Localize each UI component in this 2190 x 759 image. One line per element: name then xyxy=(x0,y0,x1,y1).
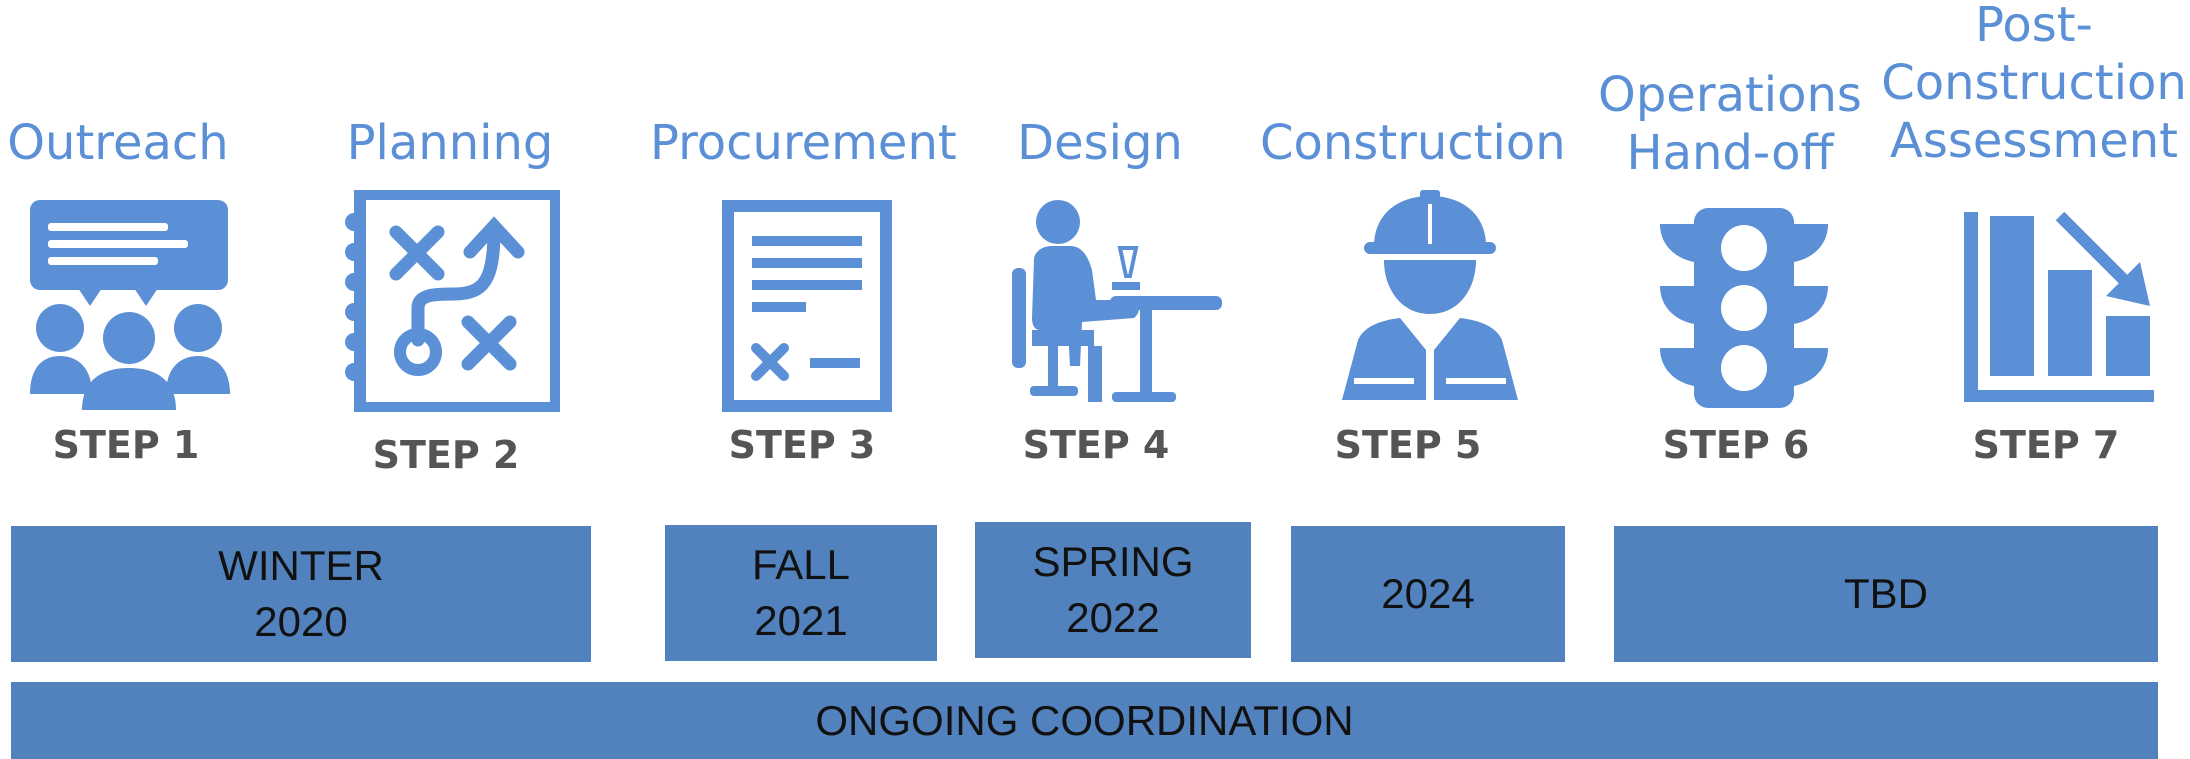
document-sign-icon xyxy=(722,200,892,412)
phase-title-line: Planning xyxy=(346,115,554,171)
timeline-line: FALL xyxy=(751,541,851,588)
timeline-line: WINTER xyxy=(218,542,384,589)
bar-chart-decline-icon xyxy=(1964,212,2154,402)
phase-title-line: Operations xyxy=(1598,67,1862,123)
timeline-line: 2021 xyxy=(754,597,848,644)
timeline-box-winter-2020: WINTER 2020 xyxy=(11,526,591,662)
timeline-line: 2022 xyxy=(1066,594,1160,641)
timeline-line: 2020 xyxy=(254,598,348,645)
phase-title-outreach: Outreach xyxy=(0,114,236,172)
timeline-box-fall-2021: FALL 2021 xyxy=(665,525,937,661)
phase-title-line: Procurement xyxy=(650,115,957,171)
timeline-line: TBD xyxy=(1844,570,1928,617)
timeline-box-spring-2022: SPRING 2022 xyxy=(975,522,1251,658)
phase-title-line: Design xyxy=(1017,115,1183,171)
phase-title-line: Post- xyxy=(1975,0,2093,53)
phase-title-line: Construction xyxy=(1260,115,1566,171)
ongoing-coordination-label: ONGOING COORDINATION xyxy=(815,696,1354,744)
phase-title-line: Outreach xyxy=(7,115,229,171)
timeline-box-2024: 2024 xyxy=(1291,526,1565,662)
step-label-1: STEP 1 xyxy=(52,423,200,467)
phase-title-line: Hand-off xyxy=(1626,125,1834,181)
phase-title-procurement: Procurement xyxy=(650,114,957,172)
construction-worker-icon xyxy=(1334,190,1526,400)
person-at-desk-icon xyxy=(1012,200,1222,402)
traffic-light-icon xyxy=(1656,208,1832,408)
phase-title-planning: Planning xyxy=(330,114,570,172)
step-label-5: STEP 5 xyxy=(1334,423,1482,467)
step-label-6: STEP 6 xyxy=(1662,423,1810,467)
phase-title-operations: Operations Hand-off xyxy=(1590,66,1870,182)
step-label-2: STEP 2 xyxy=(372,433,520,477)
presentation-audience-icon xyxy=(30,198,230,410)
phase-title-design: Design xyxy=(1000,114,1200,172)
ongoing-coordination-bar: ONGOING COORDINATION xyxy=(11,682,2158,759)
timeline-line: 2024 xyxy=(1381,570,1475,617)
timeline-box-tbd: TBD xyxy=(1614,526,2158,662)
timeline-line: SPRING xyxy=(1032,538,1194,585)
step-label-3: STEP 3 xyxy=(728,423,876,467)
step-label-7: STEP 7 xyxy=(1972,423,2120,467)
phase-title-line: Construction xyxy=(1881,55,2187,111)
strategy-plan-icon xyxy=(344,190,560,412)
phase-title-post-construction: Post- Construction Assessment xyxy=(1878,0,2190,170)
phase-title-construction: Construction xyxy=(1260,114,1566,172)
phase-title-line: Assessment xyxy=(1890,113,2178,169)
step-label-4: STEP 4 xyxy=(1022,423,1170,467)
